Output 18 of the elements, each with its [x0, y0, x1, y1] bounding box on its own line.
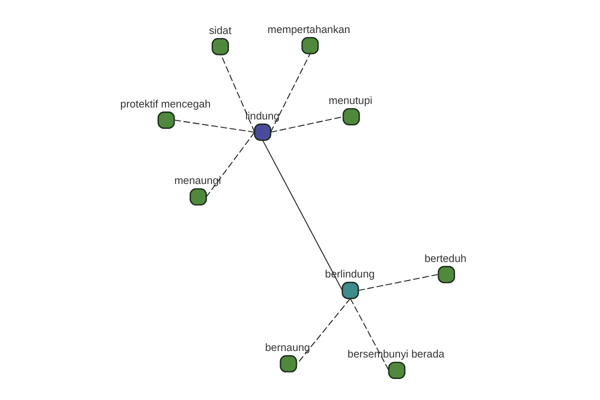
connector	[220, 54, 256, 133]
node-label: sidat	[208, 24, 232, 37]
node-label: bersembunyi berada	[348, 348, 444, 361]
connector	[270, 116, 344, 133]
node-label: menaungi	[174, 175, 222, 188]
connector	[174, 120, 256, 133]
node-label: menutupi	[328, 94, 372, 107]
node-label: bernaung	[265, 342, 310, 354]
connector	[358, 274, 438, 291]
node-label: mempertahankan	[268, 24, 350, 36]
connector	[262, 140, 343, 291]
connector	[270, 53, 311, 133]
node-label: berteduh	[424, 252, 466, 265]
connector	[296, 298, 351, 364]
connector	[206, 132, 256, 198]
connector	[350, 298, 390, 371]
node-label: lindung	[245, 110, 280, 122]
node-label: protektif mencegah	[120, 98, 211, 110]
